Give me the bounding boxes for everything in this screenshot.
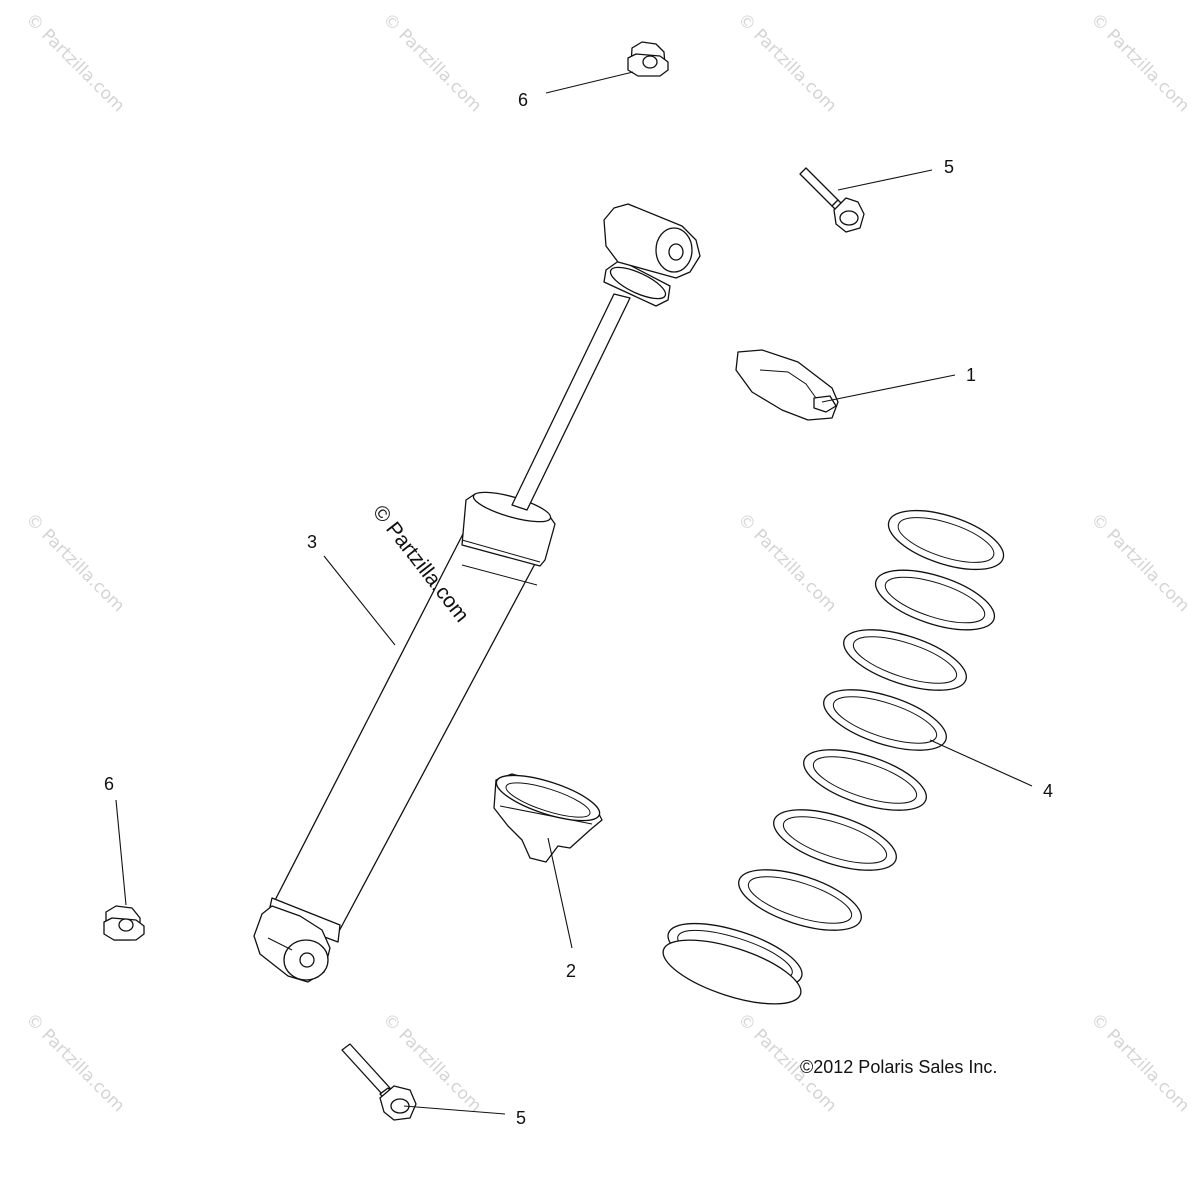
watermark-text: © Partzilla.com [733,509,840,616]
callout-shock-absorber: 3 [307,532,317,552]
flange-nut-top[interactable] [627,41,669,77]
leader-line [323,555,396,646]
watermark-text: © Partzilla.com [21,9,128,116]
watermark-text: © Partzilla.com [21,509,128,616]
lower-spring-seat[interactable] [492,766,605,863]
callout-bolt-top: 5 [944,157,954,177]
bolt-top[interactable] [799,167,865,233]
watermark-text: © Partzilla.com [1086,1009,1193,1116]
leader-line [547,837,573,949]
shock-absorber[interactable]: © Partzilla.com [253,203,701,983]
leader-line [837,169,933,191]
coil-spring[interactable] [656,499,1010,1017]
bolt-bottom[interactable] [341,1043,417,1121]
watermark-text: © Partzilla.com [733,9,840,116]
flange-nut-left[interactable] [103,905,145,941]
watermark-grid: © Partzilla.com © Partzilla.com © Partzi… [21,9,1193,1116]
leader-line [545,71,634,94]
callout-spring-retainer: 1 [966,365,976,385]
leader-line [821,374,956,403]
watermark-text: © Partzilla.com [378,9,485,116]
leader-line [115,799,127,906]
callout-nut-left: 6 [104,774,114,794]
spring-retainer-clip[interactable] [735,349,839,421]
leader-line [403,1105,506,1115]
watermark-text: © Partzilla.com [1086,509,1193,616]
callout-coil-spring: 4 [1043,781,1053,801]
leader-line [929,739,1033,787]
watermark-text: © Partzilla.com [1086,9,1193,116]
callout-bolt-bottom: 5 [516,1108,526,1128]
callout-lower-spring-seat: 2 [566,961,576,981]
callout-nut-top: 6 [518,90,528,110]
watermark-text: © Partzilla.com [21,1009,128,1116]
copyright-text: ©2012 Polaris Sales Inc. [800,1057,997,1077]
